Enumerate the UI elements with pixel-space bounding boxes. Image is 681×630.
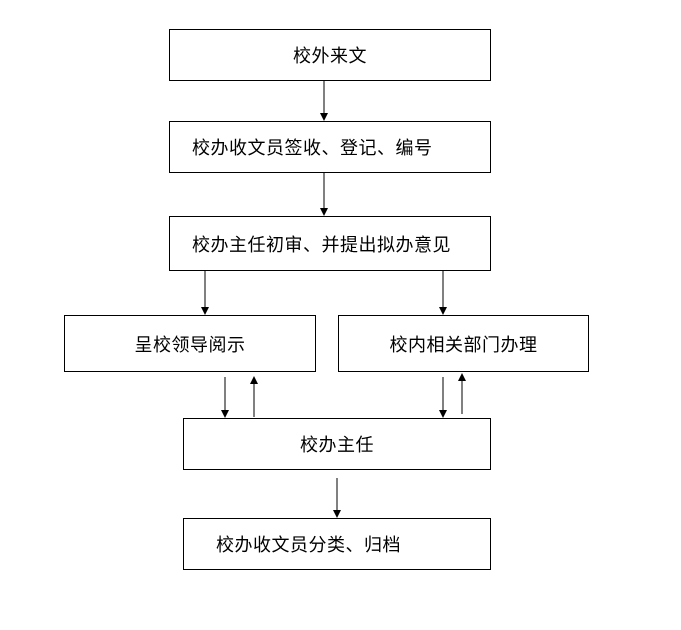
node-label: 校办主任 bbox=[300, 435, 374, 456]
node-director: 校办主任 bbox=[183, 418, 491, 470]
node-clerk-receive: 校办收文员签收、登记、编号 bbox=[169, 121, 491, 173]
node-label: 呈校领导阅示 bbox=[134, 334, 246, 356]
node-label: 校内相关部门办理 bbox=[389, 334, 538, 356]
node-external-doc: 校外来文 bbox=[169, 29, 491, 81]
node-label: 校办收文员分类、归档 bbox=[216, 535, 401, 556]
node-dept-handle: 校内相关部门办理 bbox=[338, 315, 589, 372]
node-label: 校外来文 bbox=[293, 46, 367, 67]
node-leader-review: 呈校领导阅示 bbox=[64, 315, 316, 372]
node-label: 校办主任初审、并提出拟办意见 bbox=[192, 234, 451, 256]
node-director-review: 校办主任初审、并提出拟办意见 bbox=[169, 216, 491, 271]
node-label: 校办收文员签收、登记、编号 bbox=[192, 138, 433, 159]
node-clerk-archive: 校办收文员分类、归档 bbox=[183, 518, 491, 570]
